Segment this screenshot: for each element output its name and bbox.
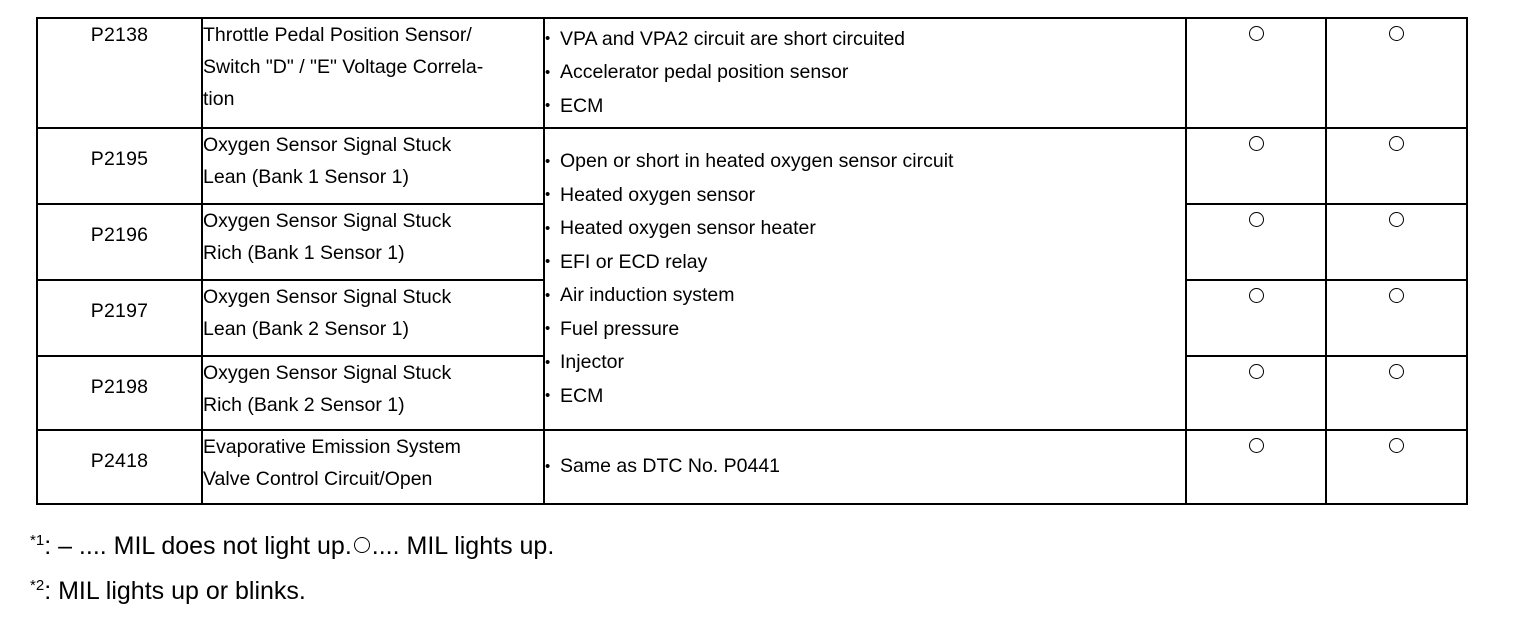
detection-item-cell: Oxygen Sensor Signal Stuck Rich (Bank 1 … xyxy=(201,203,545,281)
circle-icon xyxy=(1389,438,1404,453)
list-item: Open or short in heated oxygen sensor ci… xyxy=(545,145,1185,179)
detection-item-line: Switch "D" / "E" Voltage Correla- xyxy=(203,56,484,78)
dtc-code-cell: P2195 xyxy=(36,127,203,205)
mil-indicator-cell xyxy=(1185,127,1327,205)
mil-indicator-cell xyxy=(1185,429,1327,505)
footnotes: *1: – .... MIL does not light up. .... MI… xyxy=(30,521,1130,611)
dtc-code: P2198 xyxy=(90,376,149,398)
detection-item-line: Rich (Bank 2 Sensor 1) xyxy=(203,394,405,416)
trouble-area-list: Open or short in heated oxygen sensor ci… xyxy=(545,145,1185,413)
dtc-code: P2138 xyxy=(90,24,149,46)
footnote-text-before: : – .... MIL does not light up. xyxy=(44,532,352,560)
circle-icon xyxy=(353,537,370,553)
circle-icon xyxy=(1389,26,1404,41)
detection-item-cell: Oxygen Sensor Signal Stuck Rich (Bank 2 … xyxy=(201,355,545,431)
circle-icon xyxy=(1389,136,1404,151)
detection-item-line: Evaporative Emission System xyxy=(203,436,461,458)
table-row: P2138 Throttle Pedal Position Sensor/ Sw… xyxy=(36,17,1468,129)
trouble-area-cell-merged: Open or short in heated oxygen sensor ci… xyxy=(543,127,1187,431)
list-item: EFI or ECD relay xyxy=(545,245,1185,280)
detection-item-cell: Evaporative Emission System Valve Contro… xyxy=(201,429,545,505)
dtc-table-body: P2138 Throttle Pedal Position Sensor/ Sw… xyxy=(36,17,1468,505)
memory-indicator-cell xyxy=(1325,127,1468,205)
table-row: P2196 Oxygen Sensor Signal Stuck Rich (B… xyxy=(36,203,1468,281)
memory-indicator-cell xyxy=(1325,355,1468,431)
list-item: Accelerator pedal position sensor xyxy=(545,56,1185,90)
circle-icon xyxy=(1248,136,1264,151)
memory-indicator-cell xyxy=(1325,429,1468,505)
trouble-area-cell: VPA and VPA2 circuit are short circuited… xyxy=(543,17,1187,129)
circle-icon xyxy=(1248,212,1264,227)
list-item: Heated oxygen sensor xyxy=(545,178,1185,213)
trouble-area-cell: Same as DTC No. P0441 xyxy=(543,429,1187,505)
dtc-code: P2196 xyxy=(90,224,149,246)
trouble-area-list: Same as DTC No. P0441 xyxy=(545,450,1185,484)
mil-indicator-cell xyxy=(1185,203,1327,281)
list-item: ECM xyxy=(545,89,1185,124)
dtc-code-cell: P2198 xyxy=(36,355,203,431)
mil-indicator-cell xyxy=(1185,355,1327,431)
list-item: Heated oxygen sensor heater xyxy=(545,212,1185,246)
detection-item-line: Oxygen Sensor Signal Stuck xyxy=(203,134,452,156)
mil-indicator-cell xyxy=(1185,17,1327,129)
circle-icon xyxy=(1248,26,1264,41)
detection-item-line: Lean (Bank 2 Sensor 1) xyxy=(203,318,409,340)
footnote-marker: *2 xyxy=(30,577,45,594)
footnote-2: *2: MIL lights up or blinks. xyxy=(30,566,1130,611)
dtc-code-cell: P2418 xyxy=(36,429,203,505)
detection-item-line: Oxygen Sensor Signal Stuck xyxy=(203,210,452,232)
detection-item-cell: Oxygen Sensor Signal Stuck Lean (Bank 1 … xyxy=(201,127,545,205)
list-item: Injector xyxy=(545,346,1185,380)
detection-item-line: Oxygen Sensor Signal Stuck xyxy=(203,286,452,308)
dtc-code: P2197 xyxy=(90,300,149,322)
list-item: ECM xyxy=(545,379,1185,414)
trouble-area-list: VPA and VPA2 circuit are short circuited… xyxy=(545,22,1185,124)
circle-icon xyxy=(1248,288,1264,303)
dtc-table: P2138 Throttle Pedal Position Sensor/ Sw… xyxy=(36,17,1468,505)
footnote-1: *1: – .... MIL does not light up. .... MI… xyxy=(30,521,1130,566)
dtc-code-cell: P2196 xyxy=(36,203,203,281)
list-item: Same as DTC No. P0441 xyxy=(545,450,1185,484)
table-row: P2418 Evaporative Emission System Valve … xyxy=(36,429,1468,505)
table-row: P2195 Oxygen Sensor Signal Stuck Lean (B… xyxy=(36,127,1468,431)
circle-icon xyxy=(1248,364,1264,379)
detection-item-line: Valve Control Circuit/Open xyxy=(203,468,433,490)
table-row: P2198 Oxygen Sensor Signal Stuck Rich (B… xyxy=(36,355,1468,431)
detection-item-line: Throttle Pedal Position Sensor/ xyxy=(203,24,472,46)
footnote-text-before: : MIL lights up or blinks. xyxy=(44,577,306,605)
memory-indicator-cell xyxy=(1325,279,1468,357)
circle-icon xyxy=(1389,364,1404,379)
dtc-code-cell: P2197 xyxy=(36,279,203,357)
memory-indicator-cell xyxy=(1325,17,1468,129)
detection-item-cell: Oxygen Sensor Signal Stuck Lean (Bank 2 … xyxy=(201,279,545,357)
detection-item-cell: Throttle Pedal Position Sensor/ Switch "… xyxy=(201,17,545,129)
memory-indicator-cell xyxy=(1325,203,1468,281)
list-item: Fuel pressure xyxy=(545,312,1185,347)
detection-item-line: tion xyxy=(203,88,235,110)
dtc-code: P2418 xyxy=(90,450,149,472)
circle-icon xyxy=(1248,438,1264,453)
dtc-code: P2195 xyxy=(90,148,149,170)
circle-icon xyxy=(1389,288,1404,303)
detection-item-line: Oxygen Sensor Signal Stuck xyxy=(203,362,452,384)
list-item: VPA and VPA2 circuit are short circuited xyxy=(545,22,1185,57)
list-item: Air induction system xyxy=(545,279,1185,313)
footnote-marker: *1 xyxy=(30,532,45,549)
dtc-code-cell: P2138 xyxy=(36,17,203,129)
circle-icon xyxy=(1389,212,1404,227)
footnote-text-after: .... MIL lights up. xyxy=(371,532,555,560)
detection-item-line: Rich (Bank 1 Sensor 1) xyxy=(203,242,405,264)
mil-indicator-cell xyxy=(1185,279,1327,357)
table-row: P2197 Oxygen Sensor Signal Stuck Lean (B… xyxy=(36,279,1468,357)
detection-item-line: Lean (Bank 1 Sensor 1) xyxy=(203,166,409,188)
